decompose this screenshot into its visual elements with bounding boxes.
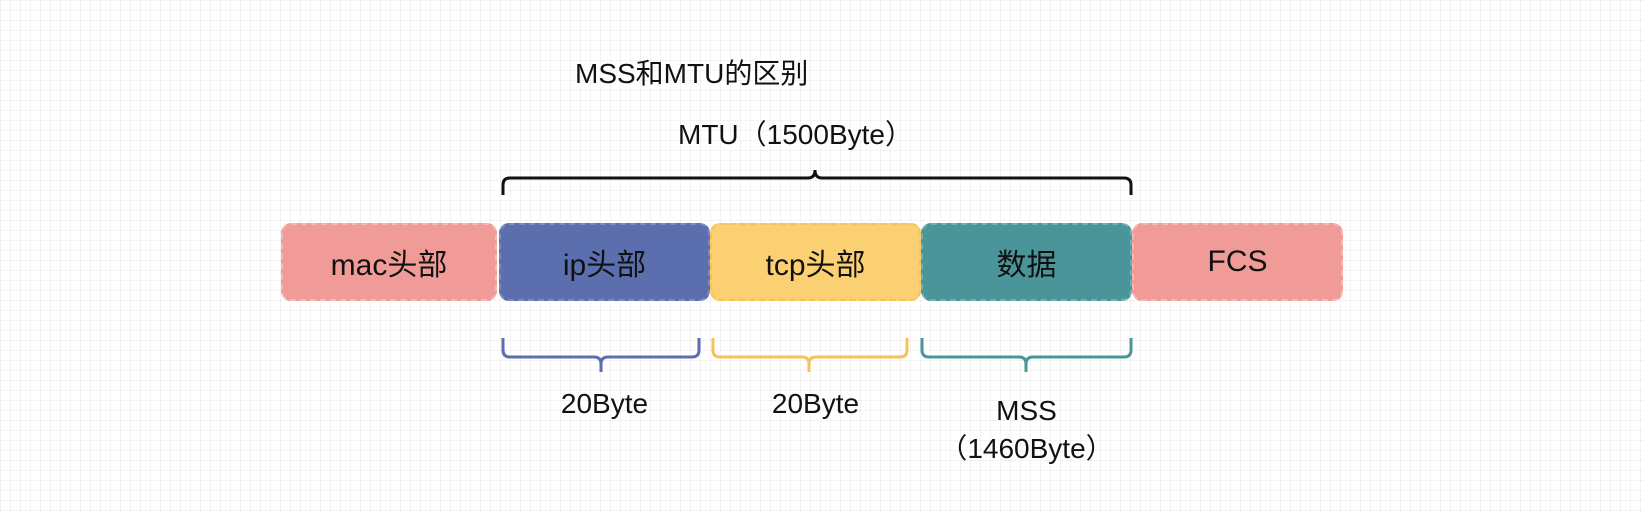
diagram-title: MSS和MTU的区别 bbox=[575, 58, 809, 89]
ip-size-label: 20Byte bbox=[560, 388, 649, 419]
ip-brace bbox=[501, 338, 701, 372]
tcp-brace bbox=[711, 338, 909, 372]
mac-header-block: mac头部 bbox=[281, 223, 497, 301]
mss-label-line1: MSS bbox=[996, 395, 1057, 426]
mss-label-line2: （1460Byte） bbox=[939, 433, 1114, 464]
data-block: 数据 bbox=[921, 223, 1132, 301]
tcp-header-block: tcp头部 bbox=[710, 223, 921, 301]
data-brace bbox=[920, 338, 1133, 372]
mtu-label: MTU（1500Byte） bbox=[678, 119, 913, 150]
fcs-block: FCS bbox=[1132, 223, 1343, 301]
tcp-size-label: 20Byte bbox=[771, 388, 860, 419]
mtu-brace bbox=[501, 169, 1133, 195]
ip-header-block: ip头部 bbox=[499, 223, 710, 301]
mss-size-label: MSS （1460Byte） bbox=[921, 392, 1132, 468]
